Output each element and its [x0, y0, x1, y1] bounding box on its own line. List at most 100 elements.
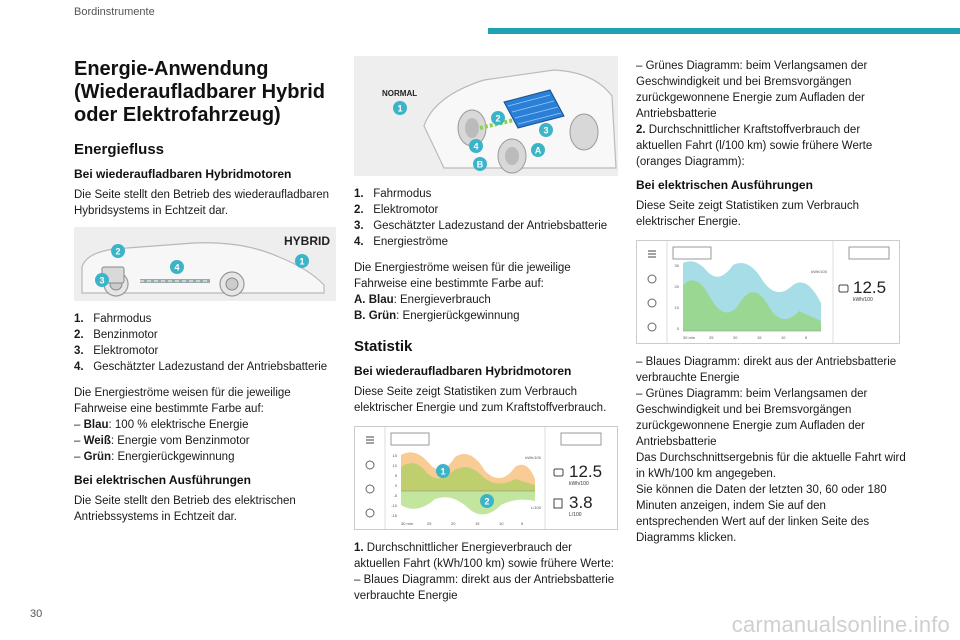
period-icon-30[interactable] — [365, 460, 375, 470]
ev-average-line: Das Durchschnittsergebnis für die aktuel… — [636, 452, 906, 480]
color-item-blue: – Blau: 100 % elektrische Energie — [74, 419, 249, 431]
svg-text:5: 5 — [805, 335, 808, 340]
subheading-electric: Bei elektrischen Ausführungen — [74, 473, 251, 487]
green-diagram-line: – Grünes Diagramm: beim Verlangsamen der… — [636, 60, 868, 120]
page-number: 30 — [30, 608, 43, 620]
column-1: Energie-Anwendung (Wiederaufladbarer Hyb… — [74, 58, 336, 525]
svg-text:2: 2 — [115, 247, 120, 257]
svg-text:0: 0 — [677, 326, 680, 331]
svg-text:30 min: 30 min — [683, 335, 695, 340]
callout-4: 4 — [170, 260, 184, 274]
callout-4: 2 — [491, 111, 505, 125]
period-icon-180[interactable] — [647, 322, 657, 332]
svg-text:-15: -15 — [391, 513, 398, 518]
energy-value-unit: kWh/100 — [569, 481, 589, 487]
chart-header-box — [672, 246, 712, 260]
section-heading-statistik: Statistik — [354, 338, 413, 355]
callout-A: A — [531, 143, 545, 157]
svg-text:10: 10 — [393, 463, 398, 468]
svg-text:2: 2 — [495, 114, 500, 124]
colors-intro: Die Energieströme weisen für die jeweili… — [74, 387, 291, 415]
svg-text:10: 10 — [781, 335, 786, 340]
callout-1: 1 — [436, 464, 450, 478]
svg-text:25: 25 — [709, 335, 714, 340]
period-icon-60[interactable] — [647, 298, 657, 308]
svg-text:1: 1 — [440, 467, 445, 477]
color-item-green: – Grün: Energierückgewinnung — [74, 451, 235, 463]
callout-2: 4 — [469, 139, 483, 153]
ev-green-line: – Grünes Diagramm: beim Verlangsamen der… — [636, 388, 868, 448]
fuel-pump-icon — [553, 498, 563, 509]
menu-icon[interactable] — [366, 436, 374, 444]
svg-text:kWh/100: kWh/100 — [811, 269, 828, 274]
energy-value: 12.5 — [569, 462, 602, 481]
callout-B: B — [473, 157, 487, 171]
hybrid-description: Die Seite stellt den Betrieb des wiedera… — [74, 189, 330, 217]
energy-value-unit: kWh/100 — [853, 297, 873, 303]
svg-text:30 min: 30 min — [401, 521, 413, 526]
color-item-b: B. Grün: Energierückgewinnung — [354, 310, 520, 322]
ev-period-line: Sie können die Daten der letzten 30, 60 … — [636, 484, 887, 544]
ev-icon — [553, 468, 564, 477]
section-heading-energiefluss: Energiefluss — [74, 141, 165, 158]
list-item: 4. Geschätzter Ladezustand der Antriebsb… — [74, 361, 328, 373]
electric-stats-description: Diese Seite zeigt Statistiken zum Verbra… — [636, 200, 860, 228]
callout-1: 1 — [393, 101, 407, 115]
subheading-hybrid-stats: Bei wiederaufladbaren Hybridmotoren — [354, 364, 572, 378]
mode-label-normal: NORMAL — [382, 89, 417, 98]
value-header-box — [848, 246, 890, 260]
ev-blue-line: – Blaues Diagramm: direkt aus der Antrie… — [636, 356, 897, 384]
column-2: NORMAL 1 2 3 4 A B 1. Fahrmodus 2. Elekt… — [354, 56, 618, 604]
svg-text:30: 30 — [675, 263, 680, 268]
svg-text:1: 1 — [299, 257, 304, 267]
electric-car-diagram: NORMAL 1 2 3 4 A B — [382, 69, 617, 174]
svg-text:kWh/100: kWh/100 — [525, 455, 542, 460]
svg-text:L/100: L/100 — [531, 505, 542, 510]
subheading-electric-stats: Bei elektrischen Ausführungen — [636, 178, 813, 192]
period-icon-30[interactable] — [647, 274, 657, 284]
colors-intro: Die Energieströme weisen für die jeweili… — [354, 262, 571, 290]
callout-3: 3 — [95, 273, 109, 287]
svg-text:20: 20 — [451, 521, 456, 526]
svg-text:15: 15 — [757, 335, 762, 340]
svg-text:-5: -5 — [393, 493, 397, 498]
energy-value: 12.5 — [853, 278, 886, 297]
svg-text:A: A — [535, 146, 542, 156]
svg-text:3: 3 — [543, 126, 548, 136]
menu-icon[interactable] — [648, 250, 656, 258]
electric-stats-screen: 30 20 10 0 30 min 25 20 15 10 5 kWh/100 … — [637, 241, 899, 343]
column-3: – Grünes Diagramm: beim Verlangsamen der… — [636, 58, 906, 546]
svg-text:20: 20 — [733, 335, 738, 340]
color-item-white: – Weiß: Energie vom Benzinmotor — [74, 435, 250, 447]
fuel-value: 3.8 — [569, 493, 593, 512]
running-header-section: Bordinstrumente — [74, 6, 155, 18]
callout-3: 3 — [539, 123, 553, 137]
list-item: 3. Elektromotor — [74, 345, 159, 357]
hybrid-stats-screen: 15 10 5 0 -5 -10 -15 30 min 25 20 15 10 … — [355, 427, 617, 529]
mode-label-hybrid: HYBRID — [284, 234, 330, 248]
period-icon-60[interactable] — [365, 484, 375, 494]
hybrid-legend-list: 1. Fahrmodus 2. Benzinmotor 3. Elektromo… — [74, 311, 336, 375]
list-item: 1. Fahrmodus — [74, 313, 152, 325]
svg-text:5: 5 — [395, 473, 398, 478]
color-item-a: A. Blau: Energieverbrauch — [354, 294, 491, 306]
note-1-blue: – Blaues Diagramm: direkt aus der Antrie… — [354, 574, 615, 602]
svg-text:-10: -10 — [391, 503, 398, 508]
svg-text:20: 20 — [675, 284, 680, 289]
fuel-value-unit: L/100 — [569, 512, 582, 518]
svg-text:0: 0 — [395, 483, 398, 488]
list-item: 2. Benzinmotor — [74, 329, 158, 341]
chart-header-box — [390, 432, 430, 446]
svg-text:25: 25 — [427, 521, 432, 526]
electric-description: Die Seite stellt den Betrieb des elektri… — [74, 495, 296, 523]
svg-text:1: 1 — [397, 104, 402, 114]
period-icon-180[interactable] — [365, 508, 375, 518]
svg-text:2: 2 — [484, 497, 489, 507]
figure-hybrid-energy-flow: 2 4 3 HYBRID 1 — [74, 227, 336, 301]
note-1: 1. Durchschnittlicher Energieverbrauch d… — [354, 542, 614, 570]
svg-text:B: B — [477, 160, 484, 170]
svg-text:4: 4 — [174, 263, 179, 273]
ev-icon — [838, 284, 849, 293]
value-header-box — [560, 432, 602, 446]
svg-text:15: 15 — [393, 453, 398, 458]
